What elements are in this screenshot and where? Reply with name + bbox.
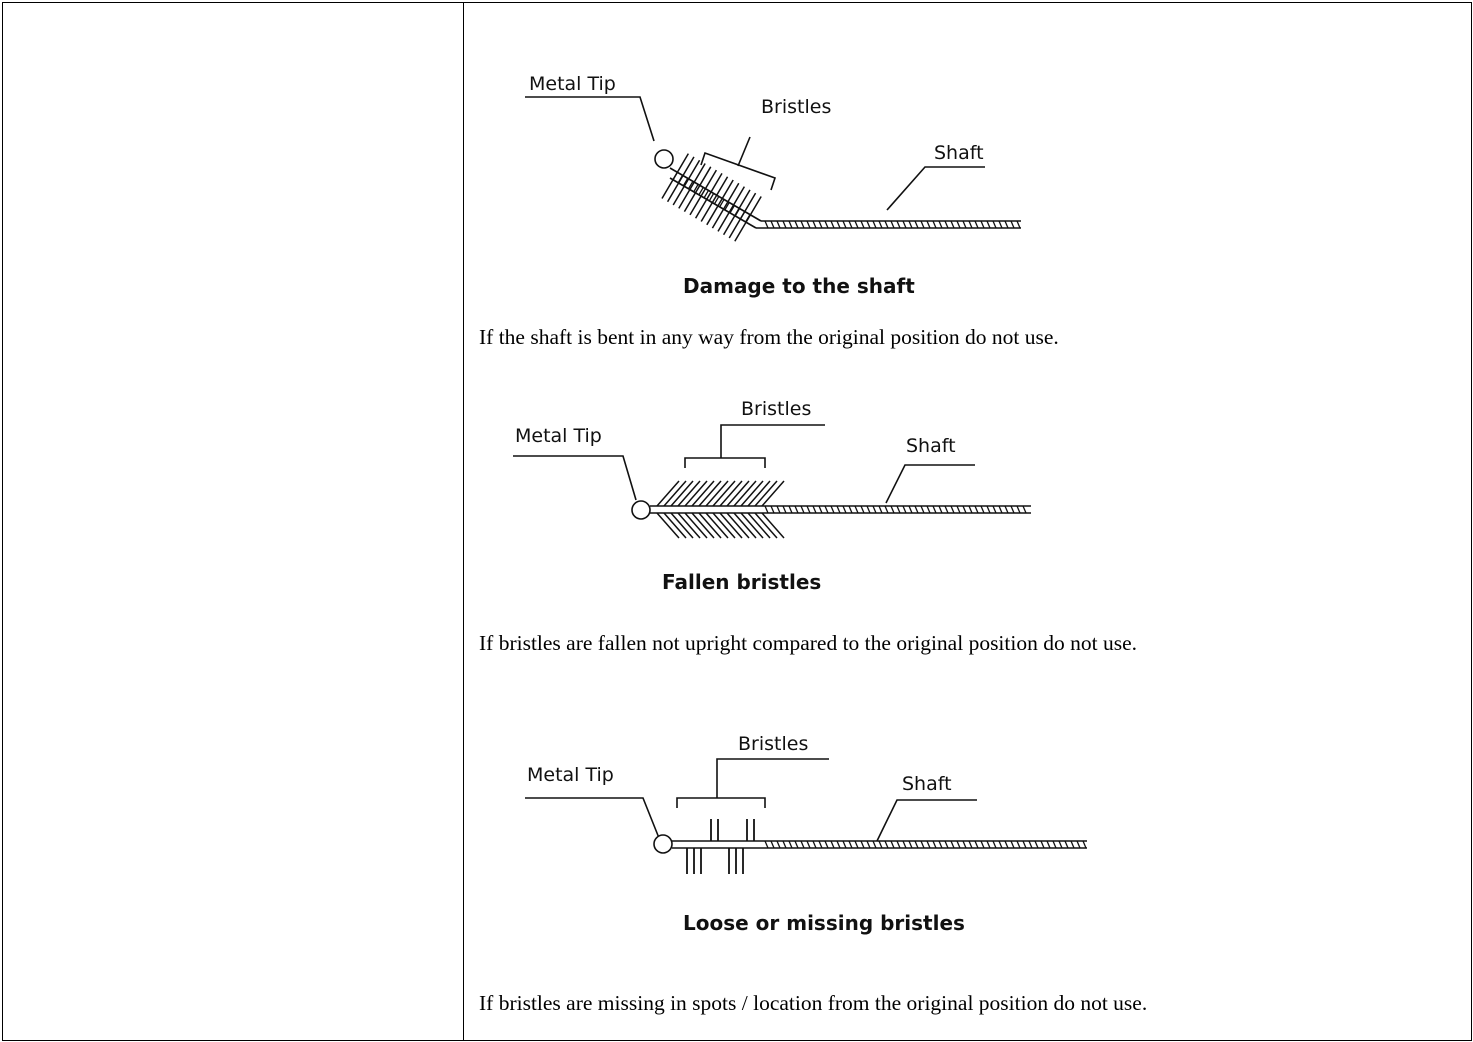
instruction-text: If the shaft is bent in any way from the… [479, 325, 1059, 349]
metal-tip [653, 834, 673, 854]
metal-tip-label: Metal Tip [527, 764, 614, 786]
shaft-leader [876, 799, 977, 842]
shaft-label: Shaft [906, 435, 956, 457]
instructions-cell: Metal Tip Bristles Shaft Damage to the s… [465, 3, 1471, 1040]
brush-figure-damaged-shaft: Metal Tip Bristles Shaft Damage to the s… [525, 73, 1021, 298]
brush-figure-fallen-bristles: Metal Tip Bristles Shaft Fallen bristles [513, 398, 1031, 594]
instruction-text: If bristles are missing in spots / locat… [479, 991, 1148, 1015]
bristles-label: Bristles [738, 733, 808, 755]
brush-figure-missing-bristles: Metal Tip Bristles Shaft Loose or missin… [525, 733, 1087, 935]
metal-tip-label: Metal Tip [529, 73, 616, 95]
instruction-text: If bristles are fallen not upright compa… [479, 631, 1137, 655]
column-divider [463, 3, 464, 1040]
bristles-bracket [684, 457, 766, 468]
bristles-label: Bristles [741, 398, 811, 420]
shaft-leader [886, 166, 985, 211]
figure-caption: Loose or missing bristles [683, 911, 965, 935]
shaft-label: Shaft [902, 773, 952, 795]
metal-tip-leader [513, 455, 637, 501]
metal-tip [631, 500, 651, 520]
metal-tip-label: Metal Tip [515, 425, 602, 447]
shaft-label: Shaft [934, 142, 984, 164]
metal-tip-leader [525, 96, 655, 142]
figure-caption: Fallen bristles [662, 570, 821, 594]
metal-tip [654, 149, 674, 169]
metal-tip-leader [525, 797, 660, 839]
figure-caption: Damage to the shaft [683, 274, 915, 298]
shaft-leader [885, 464, 975, 504]
bristles-bracket [676, 797, 766, 808]
bristles-bracket [700, 151, 777, 191]
bristles-label: Bristles [761, 96, 831, 118]
